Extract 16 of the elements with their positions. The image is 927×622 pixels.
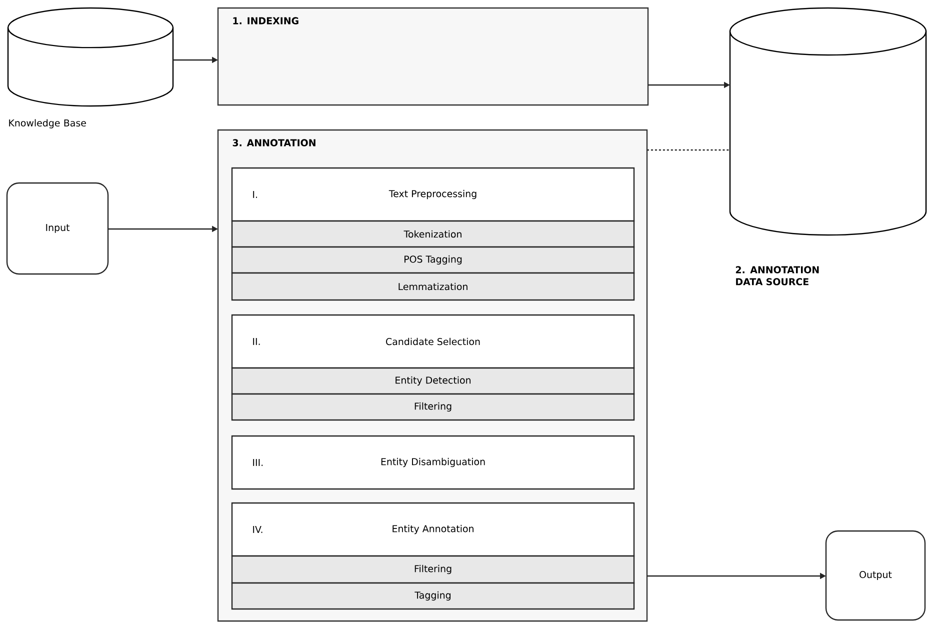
stage-box: I. Text Preprocessing <box>231 167 635 222</box>
node-label: Knowledge Base <box>9 119 86 128</box>
stage-box: II. Candidate Selection <box>231 314 635 369</box>
stage-box: III. Entity Disambiguation <box>231 435 635 490</box>
step-bar: POS Tagging <box>231 246 635 274</box>
step-bar: Tokenization <box>231 220 635 248</box>
step-bar: Lemmatization <box>231 272 635 301</box>
terminal-box: Output <box>825 530 926 621</box>
step-bar: Entity Detection <box>231 367 635 395</box>
section-panel: 1. INDEXING <box>217 7 649 106</box>
step-bar: Tagging <box>231 582 635 610</box>
stage-box: IV. Entity Annotation <box>231 502 635 557</box>
terminal-box: Input <box>6 182 109 275</box>
node-label: 2. ANNOTATION DATA SOURCE <box>736 266 819 286</box>
step-bar: Filtering <box>231 555 635 584</box>
step-bar: Filtering <box>231 393 635 421</box>
